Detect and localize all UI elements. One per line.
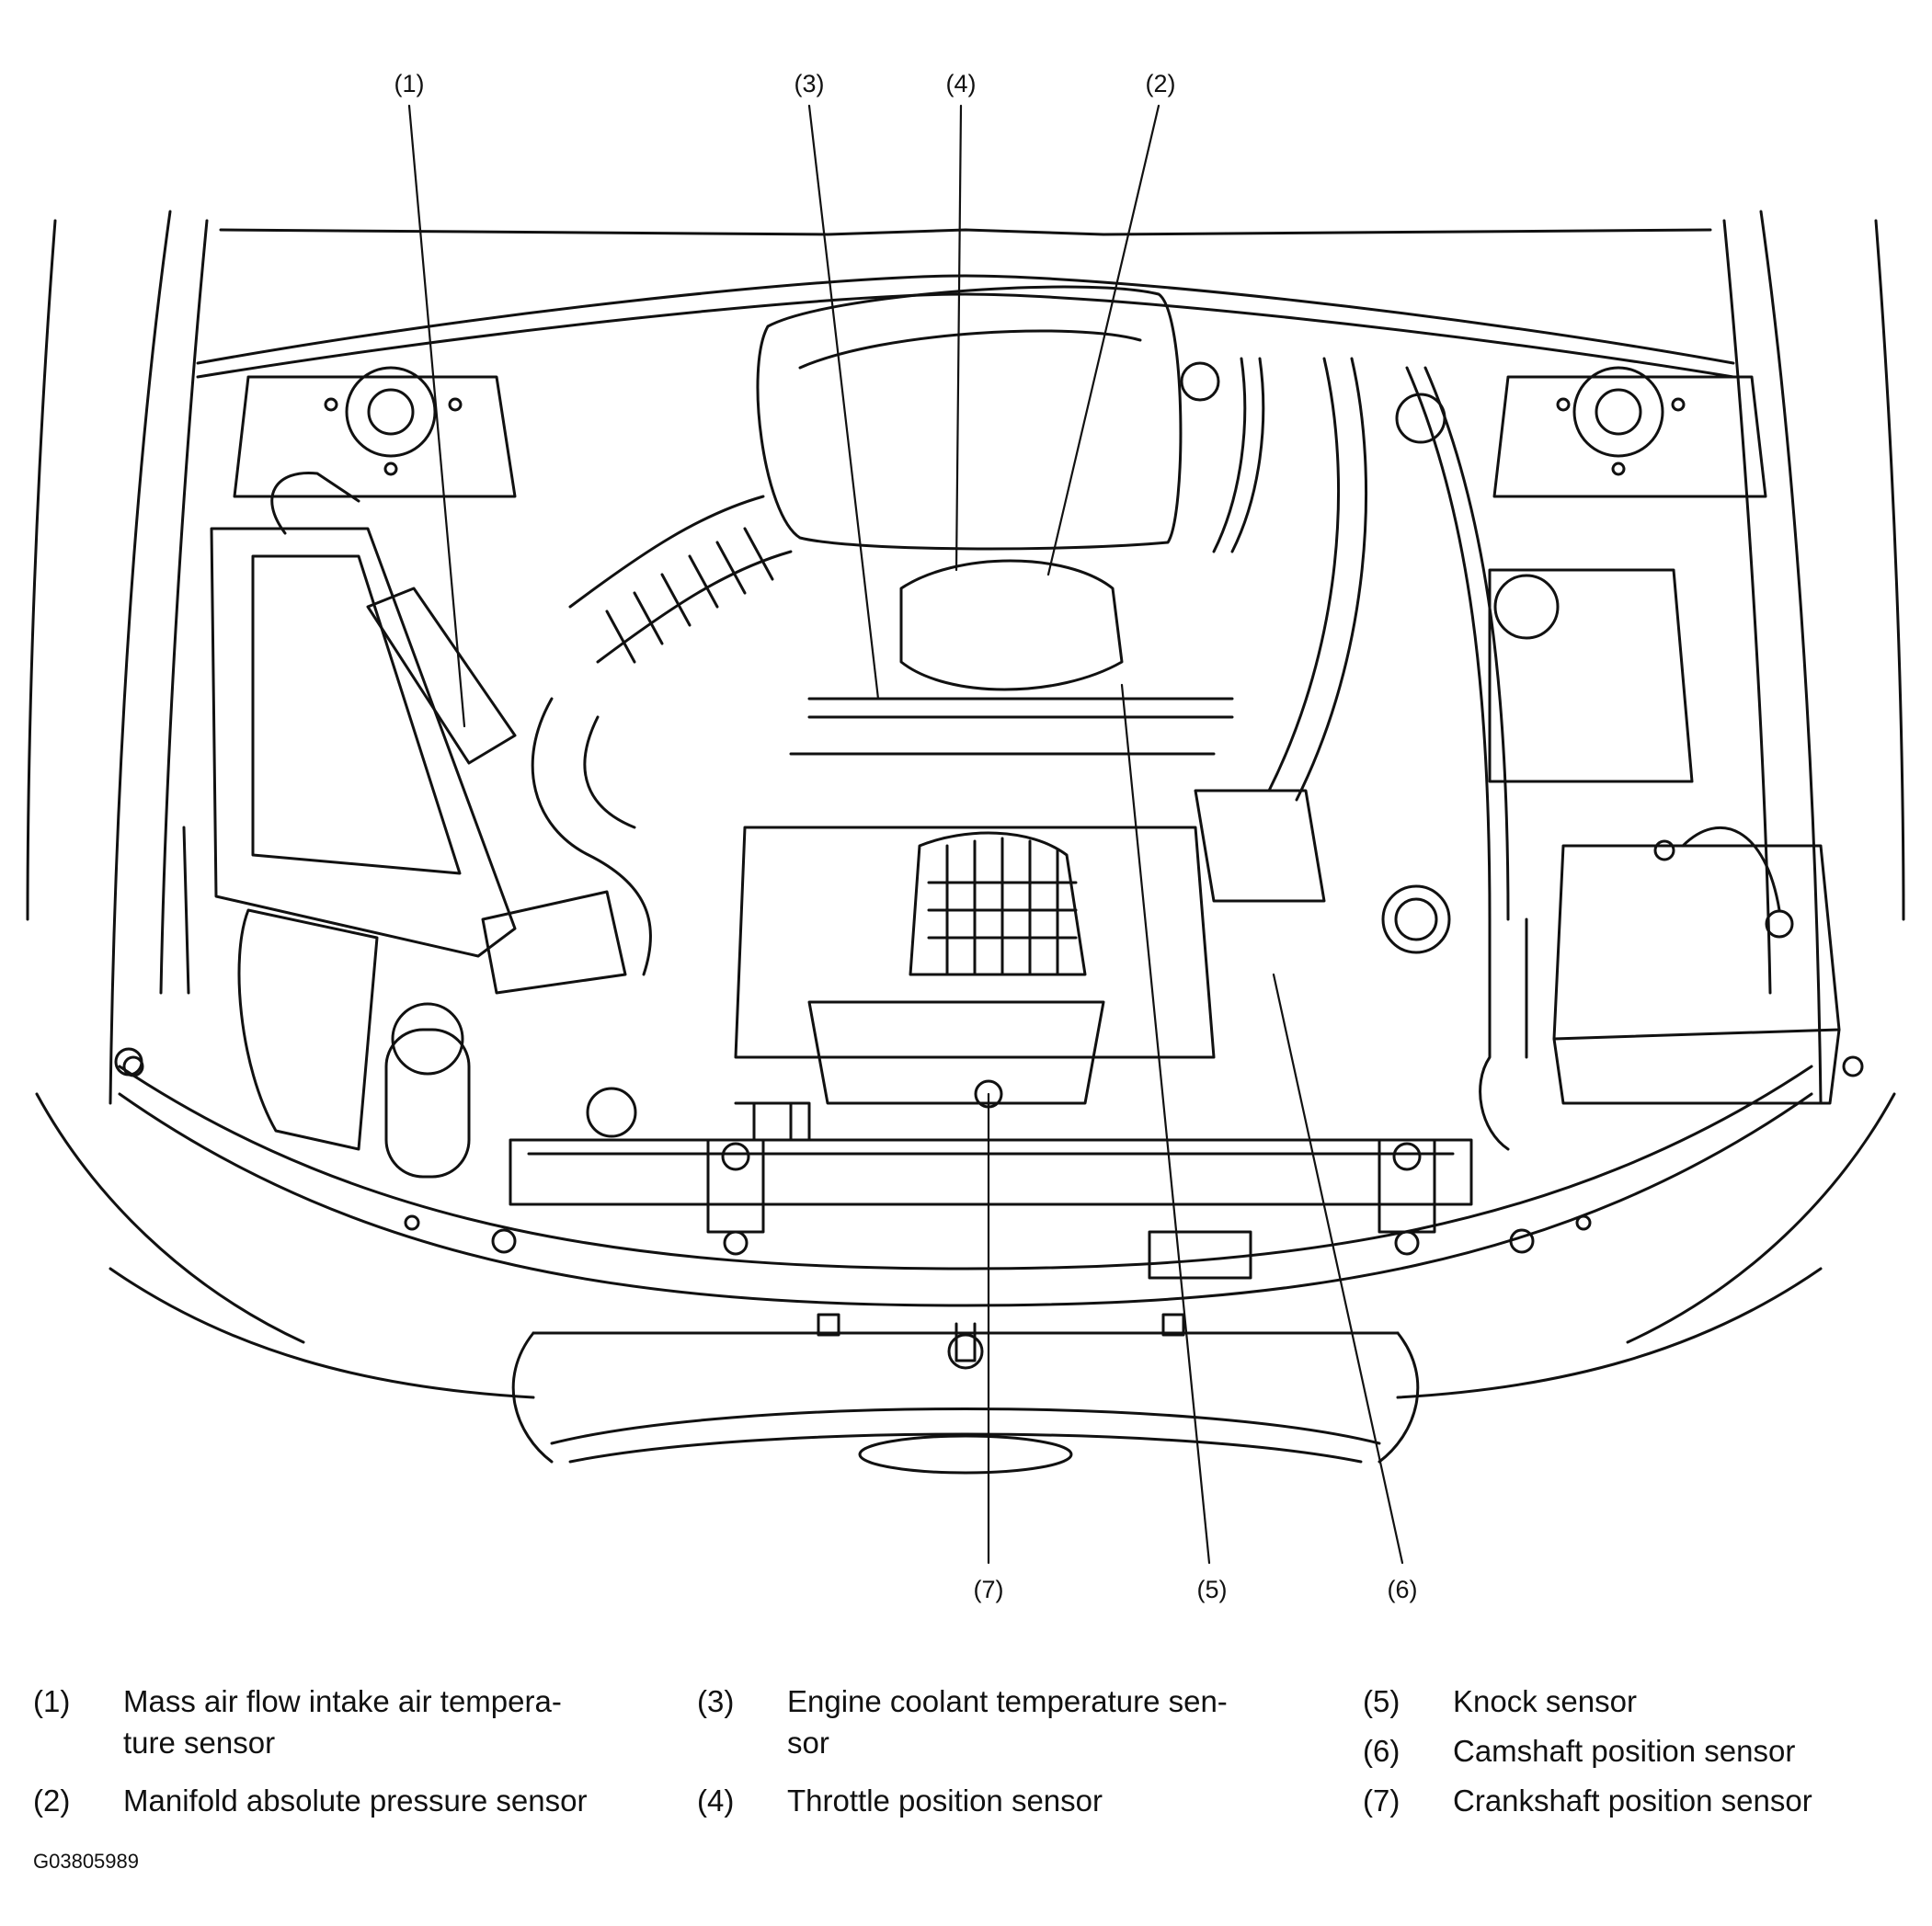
legend-number: (1) — [33, 1684, 71, 1718]
leader-lines — [407, 104, 1404, 1565]
engine-bay-diagram: (1) (3) (4) (2) (7) (5) (6) — [26, 70, 1905, 1603]
left-components — [114, 826, 637, 1179]
left-strut-tower — [233, 366, 517, 498]
legend-text: Manifold absolute pressure sensor — [123, 1784, 588, 1818]
legend-number: (4) — [697, 1784, 735, 1818]
reservoir — [1180, 361, 1694, 954]
right-strut-tower — [1492, 366, 1767, 498]
engine-cover — [756, 285, 1234, 756]
legend-item-4: (4) Throttle position sensor — [697, 1780, 1341, 1821]
body-outline — [26, 210, 1905, 1105]
callout-6: (6) — [1388, 1576, 1418, 1603]
figure-id: G03805989 — [33, 1850, 139, 1873]
battery — [1552, 826, 1841, 1105]
engine-block — [734, 826, 1216, 1109]
callout-labels: (1) (3) (4) (2) (7) (5) (6) — [394, 70, 1418, 1603]
leader-line-6 — [1272, 973, 1404, 1565]
air-cleaner-box — [210, 471, 517, 958]
radiator-support — [118, 1065, 1813, 1337]
legend-number: (3) — [697, 1684, 735, 1718]
legend-number: (5) — [1363, 1684, 1400, 1718]
legend-item-6: (6) Camshaft position sensor — [1363, 1730, 1915, 1772]
leader-line-5 — [1120, 683, 1211, 1565]
callout-5: (5) — [1197, 1576, 1228, 1603]
callout-2: (2) — [1146, 70, 1176, 97]
legend-number: (6) — [1363, 1734, 1400, 1768]
callout-3: (3) — [795, 70, 825, 97]
intake-duct — [531, 495, 793, 976]
callout-4: (4) — [946, 70, 977, 97]
legend-item-3: (3) Engine coolant temperature sen- sor — [697, 1681, 1341, 1765]
legend-item-1: (1) Mass air flow intake air tempera- tu… — [33, 1681, 677, 1765]
legend-text: Mass air flow intake air tempera- — [123, 1684, 562, 1718]
legend-text: Throttle position sensor — [787, 1784, 1103, 1818]
legend-text-continued: sor — [787, 1726, 829, 1760]
leader-line-1 — [407, 104, 466, 728]
leader-line-2 — [1046, 104, 1160, 576]
legend-text-continued: ture sensor — [123, 1726, 276, 1760]
leader-line-4 — [955, 104, 963, 572]
legend-item-5: (5) Knock sensor — [1363, 1681, 1915, 1722]
legend-item-2: (2) Manifold absolute pressure sensor — [33, 1780, 677, 1821]
legend-text: Knock sensor — [1453, 1684, 1637, 1718]
legend-text: Camshaft position sensor — [1453, 1734, 1796, 1768]
leader-line-3 — [807, 104, 880, 701]
legend-number: (7) — [1363, 1784, 1400, 1818]
hoses — [1194, 357, 1528, 1151]
legend-item-7: (7) Crankshaft position sensor — [1363, 1780, 1915, 1821]
legend-text: Crankshaft position sensor — [1453, 1784, 1812, 1818]
callout-7: (7) — [974, 1576, 1004, 1603]
legend-number: (2) — [33, 1784, 71, 1818]
callout-1: (1) — [394, 70, 425, 97]
legend-text: Engine coolant temperature sen- — [787, 1684, 1228, 1718]
front-bumper — [35, 1055, 1896, 1475]
